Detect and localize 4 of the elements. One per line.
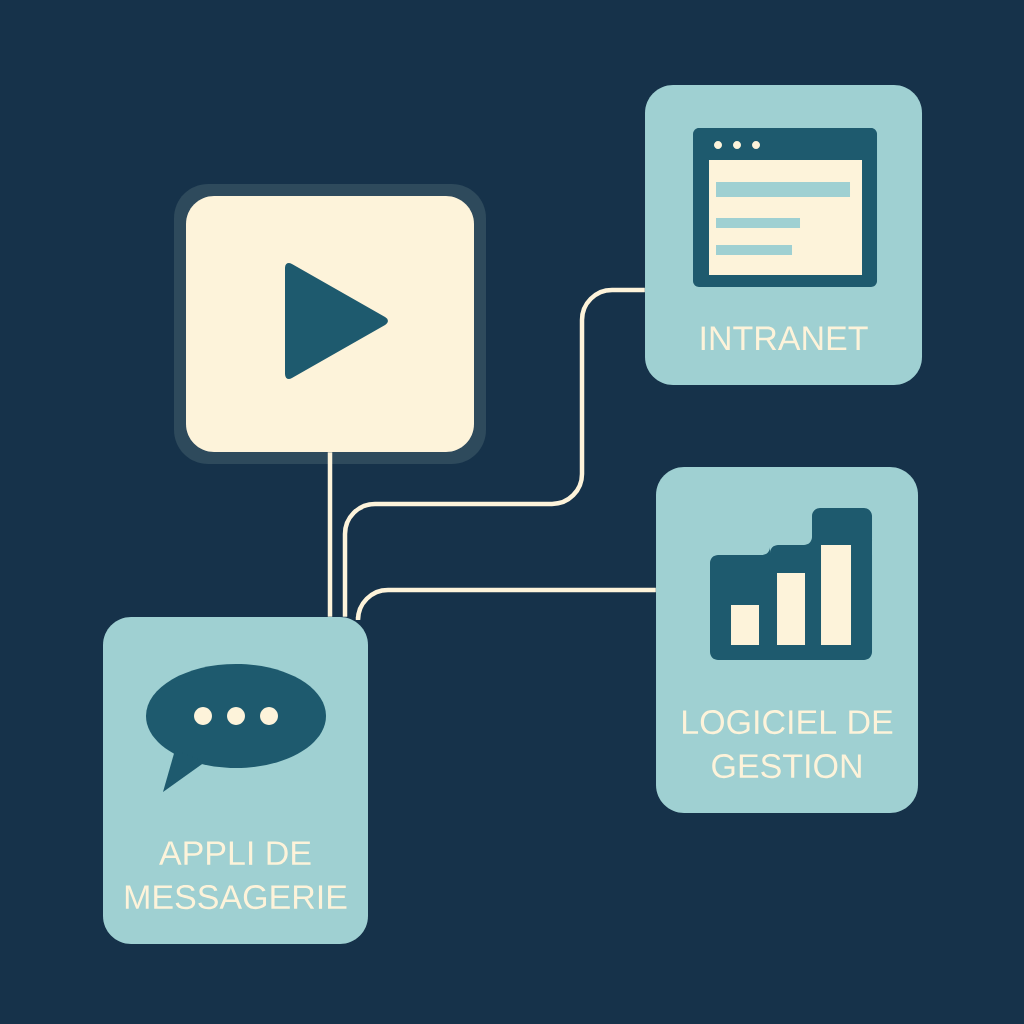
video-box [186, 196, 474, 452]
connector-line [327, 452, 333, 617]
connector-line [342, 287, 645, 617]
connector-line [355, 587, 656, 623]
